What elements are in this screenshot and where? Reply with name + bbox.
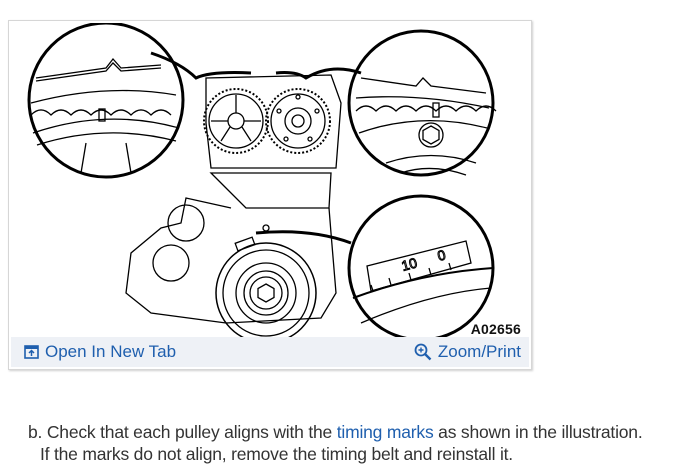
engine-body <box>125 74 342 339</box>
step-b-prefix: b. Check that each pulley aligns with th… <box>28 422 337 442</box>
right-inset-detail <box>275 29 497 177</box>
magnifier-plus-icon <box>414 343 432 361</box>
open-in-new-tab-label: Open In New Tab <box>45 342 177 361</box>
figure-container: 10 0 <box>8 20 532 370</box>
scale-label-0: 0 <box>436 246 448 264</box>
scale-label-10: 10 <box>400 254 419 274</box>
timing-marks-link[interactable]: timing marks <box>336 422 434 442</box>
figure-toolbar: Open In New Tab Zoom/Print <box>11 337 529 367</box>
zoom-print-label: Zoom/Print <box>437 342 521 361</box>
zoom-print-link[interactable]: Zoom/Print <box>414 342 521 362</box>
step-b-continuation: If the marks do not align, remove the ti… <box>40 444 513 464</box>
figure-id-label: A02656 <box>470 321 521 337</box>
open-in-new-tab-icon <box>24 345 39 359</box>
left-inset-detail <box>27 23 252 179</box>
crank-pulley-inset-detail: 10 0 <box>255 194 495 339</box>
step-b-suffix: as shown in the illustration. <box>433 422 643 442</box>
step-b-text: b. Check that each pulley aligns with th… <box>28 422 643 443</box>
timing-belt-illustration: 10 0 <box>27 23 497 339</box>
open-in-new-tab-link[interactable]: Open In New Tab <box>24 342 176 362</box>
